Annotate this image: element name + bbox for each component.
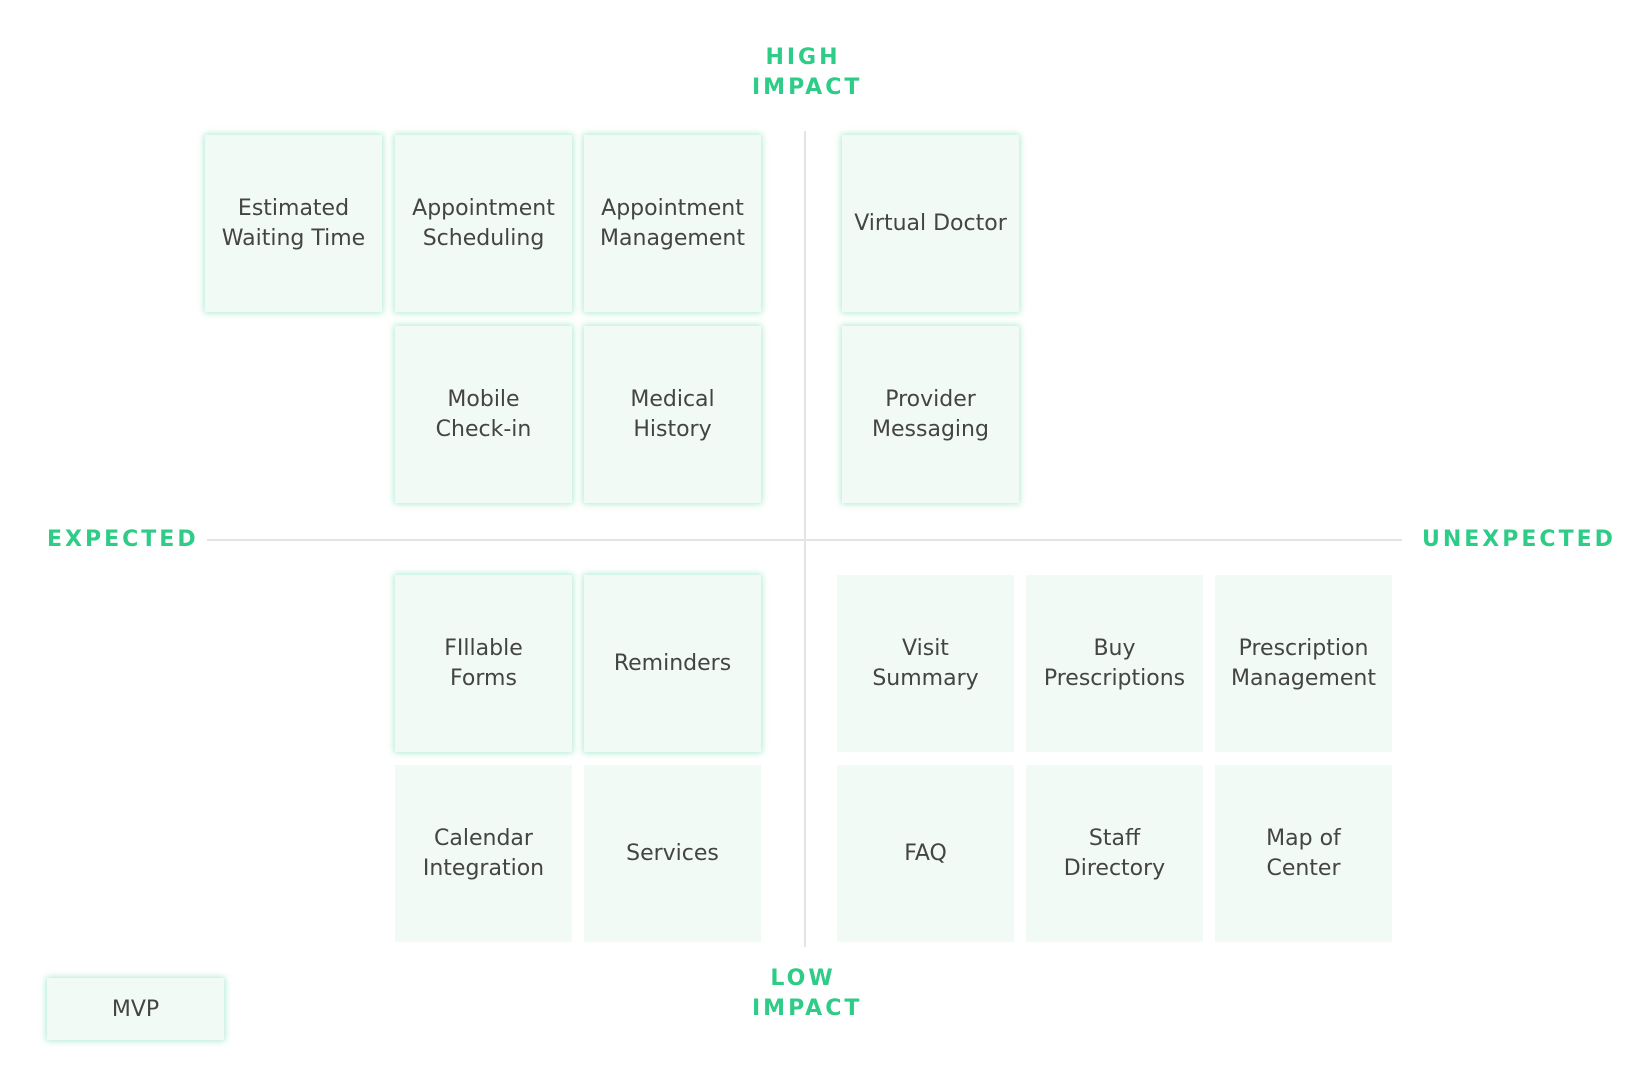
axis-label-line: IMPACT — [752, 996, 863, 1021]
feature-card-label: Map of Center — [1260, 824, 1347, 884]
feature-card-services: Services — [584, 765, 761, 942]
feature-card-label: FAQ — [898, 839, 953, 869]
feature-card-label-line: Summary — [872, 665, 979, 691]
feature-card-label-line: Messaging — [872, 416, 989, 442]
feature-card-label-line: Scheduling — [422, 225, 545, 251]
feature-card-label-line: Waiting Time — [221, 225, 366, 251]
feature-card-map-of-center: Map of Center — [1215, 765, 1392, 942]
feature-card-label-line: Estimated — [237, 195, 350, 221]
feature-card-label-line: Integration — [422, 855, 545, 881]
axis-label-unexpected: UNEXPECTED — [1422, 527, 1616, 552]
feature-card-label-line: Check-in — [435, 416, 532, 442]
feature-card-label-line: Buy — [1093, 635, 1136, 661]
legend-mvp: MVP — [47, 978, 224, 1040]
feature-card-label-line: Calendar — [434, 825, 533, 851]
feature-card-label: Services — [620, 839, 725, 869]
feature-card-label-line: FIllable — [444, 635, 523, 661]
feature-card-label-line: Staff — [1088, 825, 1141, 851]
feature-card-label-line: Mobile — [447, 386, 520, 412]
feature-card-label-line: Forms — [450, 665, 517, 691]
axis-label-line: HIGH — [765, 45, 841, 70]
feature-card-virtual-doctor: Virtual Doctor — [842, 135, 1019, 312]
axis-label-line: IMPACT — [752, 75, 863, 100]
feature-card-label-line: History — [633, 416, 712, 442]
feature-card-label-line: Visit — [902, 635, 949, 661]
feature-card-label-line: Virtual Doctor — [854, 210, 1007, 236]
feature-card-label-line: Appointment — [601, 195, 744, 221]
feature-card-reminders: Reminders — [584, 575, 761, 752]
axis-label-expected: EXPECTED — [47, 527, 199, 552]
feature-card-label-line: Services — [626, 840, 719, 866]
feature-card-label-line: Management — [600, 225, 745, 251]
feature-card-label: Reminders — [608, 649, 737, 679]
feature-card-label-line: Provider — [885, 386, 976, 412]
feature-card-label-line: Center — [1266, 855, 1341, 881]
feature-card-label-line: Management — [1231, 665, 1376, 691]
feature-card-label-line: Prescriptions — [1043, 665, 1186, 691]
feature-card-label-line: Directory — [1063, 855, 1166, 881]
feature-card-label-line: Map of — [1266, 825, 1341, 851]
feature-card-label-line: Medical — [630, 386, 715, 412]
feature-card-label: Virtual Doctor — [848, 209, 1013, 239]
axis-label-high-impact: HIGH IMPACT — [752, 43, 863, 103]
feature-card-faq: FAQ — [837, 765, 1014, 942]
axis-label-line: LOW — [770, 966, 836, 991]
axis-label-low-impact: LOW IMPACT — [752, 964, 863, 1024]
feature-card-label-line: Appointment — [412, 195, 555, 221]
feature-card-label-line: FAQ — [904, 840, 947, 866]
horizontal-axis-line — [207, 539, 1402, 541]
legend-mvp-label: MVP — [111, 996, 160, 1022]
feature-card-label-line: Reminders — [613, 650, 732, 676]
feature-card-label-line: Prescription — [1238, 635, 1369, 661]
